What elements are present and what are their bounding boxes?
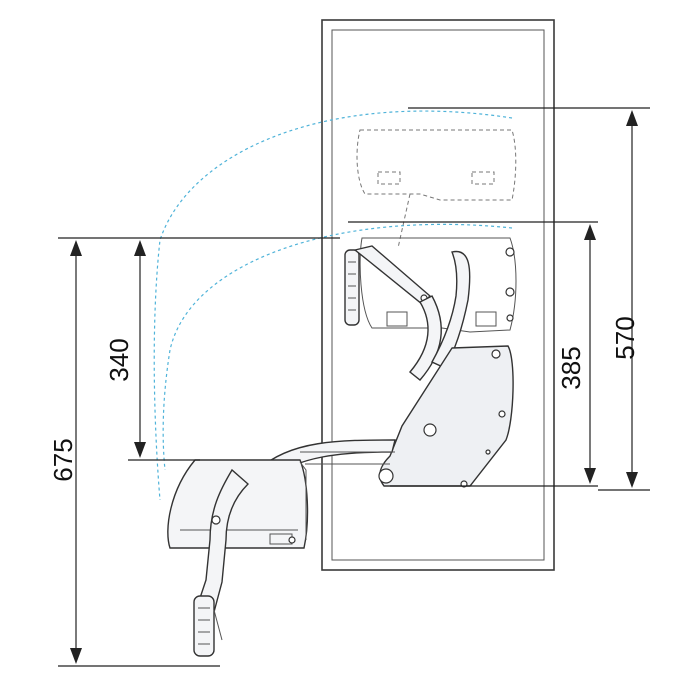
- lower-arm: [193, 468, 250, 657]
- swing-path: [153, 110, 513, 501]
- dimension-385: 385: [348, 221, 598, 487]
- label-385: 385: [556, 346, 586, 389]
- label-570: 570: [610, 316, 640, 359]
- label-340: 340: [104, 338, 134, 381]
- mechanism-plate: [378, 345, 514, 488]
- dimension-340: 340: [104, 240, 200, 461]
- dimension-675: 675: [48, 237, 340, 667]
- lower-basket: [167, 459, 309, 549]
- label-675: 675: [48, 438, 78, 481]
- cabinet-body: [321, 19, 555, 571]
- dimension-570: 570: [408, 107, 650, 491]
- upper-shelf-retracted: [356, 129, 517, 249]
- upper-basket: [359, 237, 517, 333]
